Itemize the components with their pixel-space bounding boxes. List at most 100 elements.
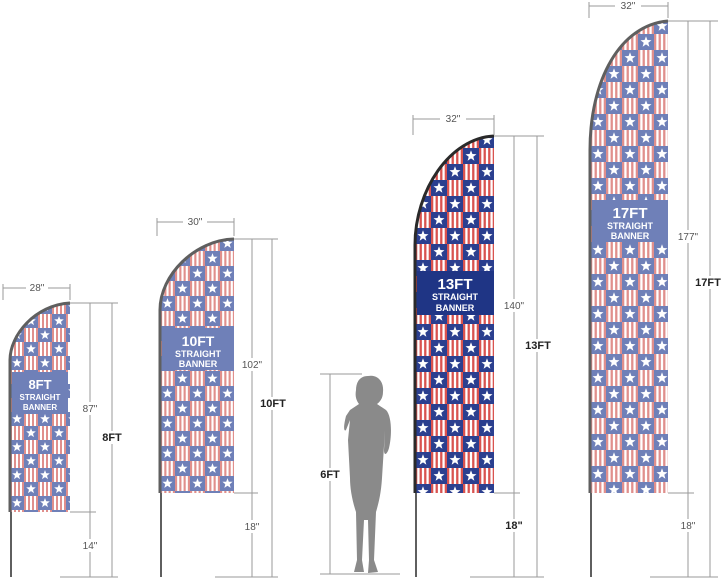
flag-stripe	[428, 404, 431, 420]
flag-star	[592, 436, 604, 447]
flag-stripe	[619, 338, 622, 354]
flag-star	[433, 406, 445, 417]
flag-stripe	[444, 324, 447, 340]
flag-stripe	[467, 388, 470, 404]
flag-star	[624, 116, 636, 127]
flag-stripe	[24, 496, 26, 510]
flag-stripe	[615, 370, 618, 386]
flag-stripe	[663, 98, 666, 114]
flag-stripe	[456, 372, 459, 388]
flag-stripe	[431, 420, 434, 436]
flag-star	[465, 438, 477, 449]
flag-star	[449, 486, 461, 493]
flag-stripe	[663, 130, 666, 146]
flag-stripe	[647, 21, 650, 34]
flag-stripe	[638, 82, 641, 98]
pole-base-label-17ft: 18"	[681, 521, 696, 532]
flag-star	[656, 180, 668, 191]
flag-stripe	[447, 180, 450, 196]
flag-stripe	[599, 98, 602, 114]
flag-stripe	[64, 356, 66, 370]
flag-stripe	[60, 496, 62, 510]
flag-star	[608, 292, 620, 303]
label-word-8ft: BANNER	[23, 403, 57, 412]
flag-stripe	[38, 482, 40, 496]
flag-stripe	[599, 258, 602, 274]
flag-star	[417, 486, 429, 493]
flag-star	[640, 452, 652, 463]
flag-star	[640, 324, 652, 335]
flag-stripe	[460, 212, 463, 228]
width-label-13ft: 32"	[446, 114, 461, 125]
flag-stripe	[428, 148, 431, 164]
flag-stripe	[594, 322, 597, 338]
flag-stripe	[642, 402, 645, 418]
flag-star	[481, 166, 493, 177]
flag-stripe	[467, 228, 470, 244]
flag-stripe	[431, 356, 434, 372]
flag-stripe	[22, 482, 24, 496]
flag-star	[656, 468, 668, 479]
flag-stripe	[603, 322, 606, 338]
flag-stripe	[28, 328, 30, 342]
flag-stripe	[70, 482, 72, 496]
flag-stripe	[228, 281, 231, 296]
flag-stripe	[606, 466, 609, 482]
flag-star-tile	[66, 440, 70, 454]
flag-stripe	[205, 446, 208, 461]
flag-stripe	[638, 178, 641, 194]
flag-star	[592, 468, 604, 479]
flag-stripe	[626, 450, 629, 466]
flag-star	[162, 418, 173, 428]
flag-stripe	[56, 496, 58, 510]
flag-star	[449, 454, 461, 465]
flag-star	[26, 484, 36, 494]
flag-star	[222, 298, 233, 308]
flag-star-tile	[66, 468, 70, 482]
flag-stripe	[603, 34, 606, 50]
flag-stripe	[647, 466, 650, 482]
flag-stripe	[213, 239, 216, 251]
flag-stripe	[194, 431, 197, 446]
flag-stripe	[460, 404, 463, 420]
flag-stripe	[603, 386, 606, 402]
flag-star	[592, 116, 604, 127]
flag-stripe	[431, 388, 434, 404]
flag-stripe	[187, 416, 190, 431]
flag-stripe	[603, 482, 606, 493]
flag-stripe	[651, 146, 654, 162]
flag-stripe	[603, 418, 606, 434]
flag-stripe	[642, 370, 645, 386]
flag-stripe	[32, 303, 34, 314]
flag-stripe	[479, 212, 482, 228]
flag-stripe	[642, 242, 645, 258]
flag-stripe	[492, 436, 494, 452]
flag-stripe	[431, 484, 434, 493]
flag-stripe	[631, 418, 634, 434]
flag-star	[624, 340, 636, 351]
flag-stripe	[467, 452, 470, 468]
flag-stripe	[647, 178, 650, 194]
flag-stripe	[228, 431, 231, 446]
flag-stripe	[202, 401, 205, 416]
flag-stripe	[168, 251, 171, 266]
flag-stripe	[619, 114, 622, 130]
flag-star	[449, 262, 461, 273]
label-type-13ft: STRAIGHT	[432, 292, 479, 302]
flag-stripe	[213, 386, 216, 401]
flag-stripe	[488, 404, 491, 420]
flag-stripe	[460, 244, 463, 260]
flag-stripe	[74, 342, 76, 356]
flag-stripe	[24, 303, 26, 314]
flag-stripe	[440, 484, 443, 493]
flag-star	[40, 358, 50, 368]
label-size-17ft: 17FT	[612, 205, 647, 222]
flag-stripe	[52, 356, 54, 370]
flag-stripe	[626, 66, 629, 82]
flag-stripe	[172, 311, 175, 326]
flag-stripe	[631, 66, 634, 82]
flag-stripe	[456, 308, 459, 324]
flag-star	[177, 463, 188, 473]
flag-star	[465, 374, 477, 385]
flag-stripe	[74, 398, 76, 412]
